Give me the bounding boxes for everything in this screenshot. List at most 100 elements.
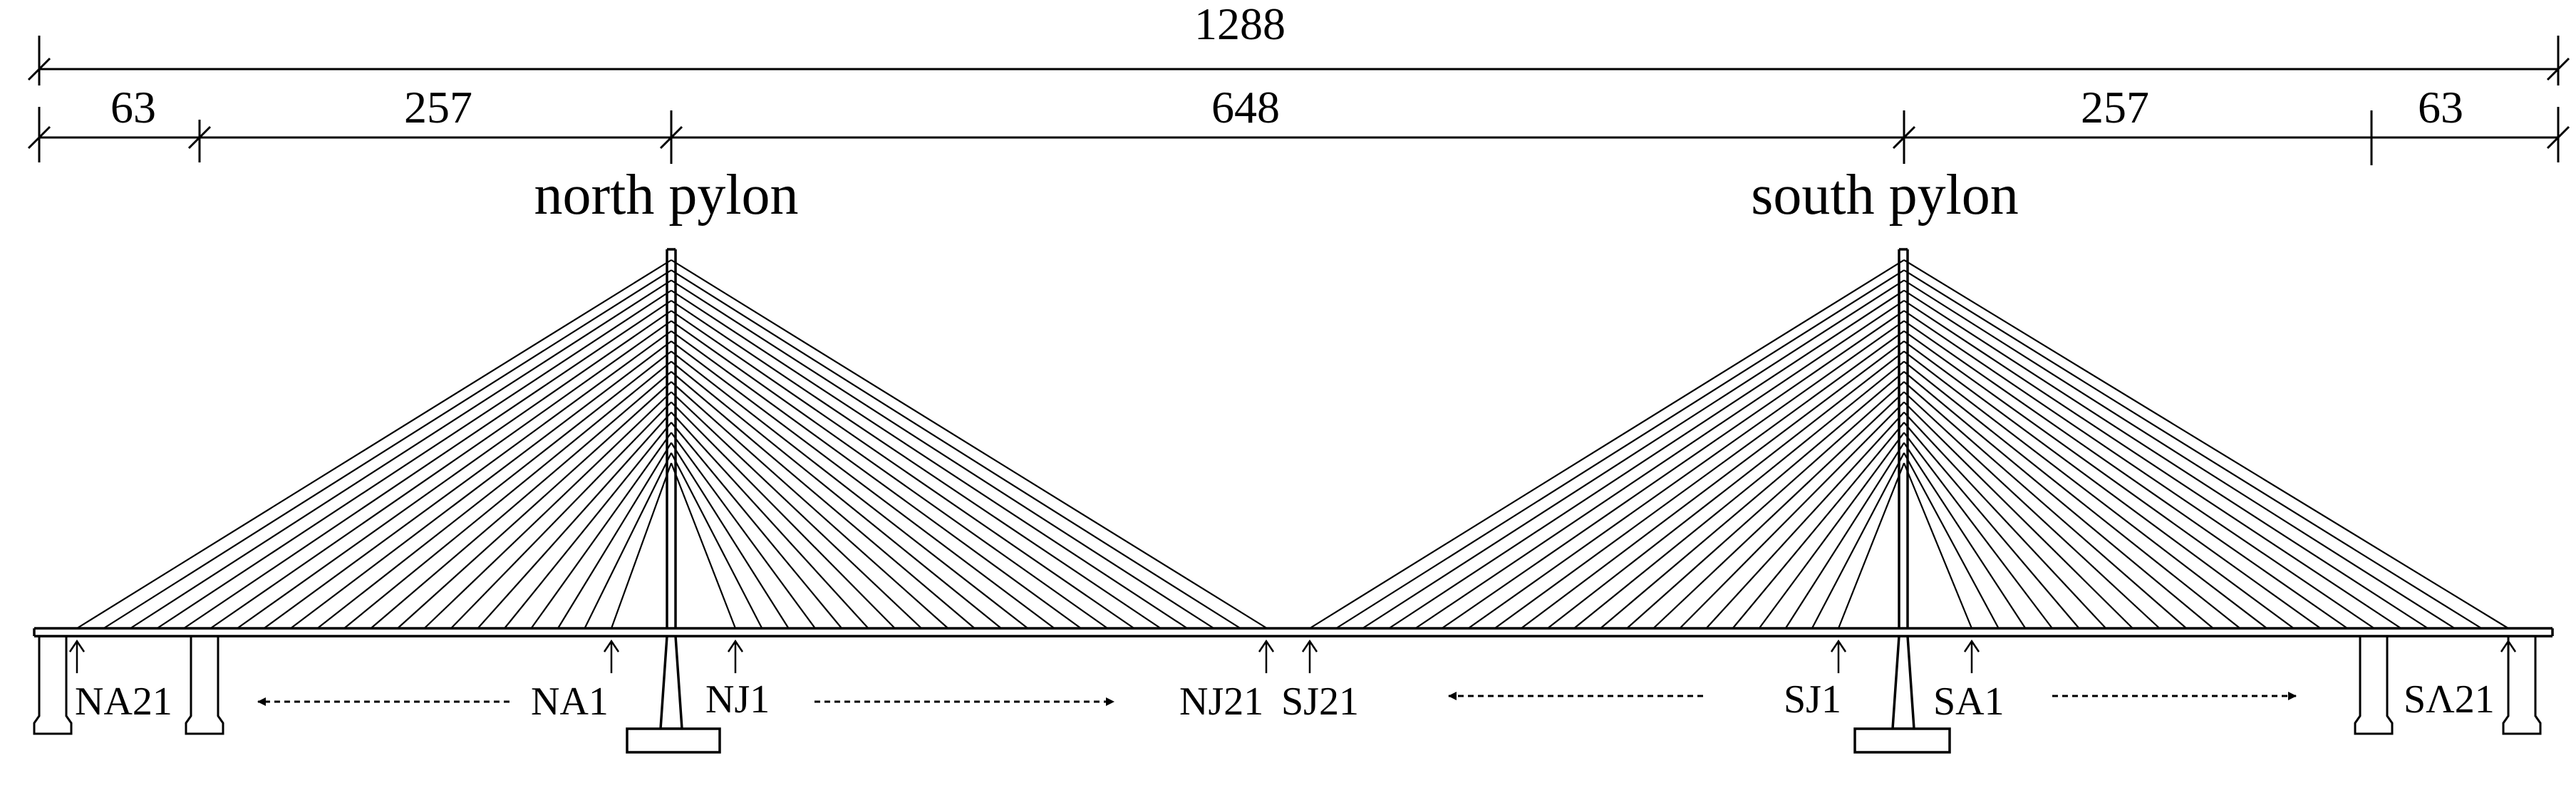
label-sj1: SJ1 [1784, 677, 1841, 722]
stay-cable [1903, 411, 2107, 629]
cable-marker-arrow [2500, 639, 2517, 673]
stay-cable [1784, 442, 1905, 629]
stay-cable [183, 300, 672, 629]
stay-cable [1547, 350, 1905, 629]
stay-cables [76, 259, 2509, 629]
stay-cable [477, 412, 672, 629]
label-na1: NA1 [531, 680, 609, 724]
stay-cable [1903, 422, 2080, 629]
stay-cable [584, 452, 672, 629]
span-label-north-anchor: 257 [404, 82, 472, 132]
pier-south-aux [2354, 636, 2394, 735]
stay-cable [423, 391, 672, 629]
stay-cable [343, 360, 672, 629]
stay-cable [1467, 320, 1905, 629]
stay-cable [1903, 432, 2053, 629]
span-label-north-side: 63 [110, 82, 156, 132]
label-na21: NA21 [75, 680, 172, 724]
stay-cable [1903, 442, 2027, 629]
stay-cable [671, 370, 976, 629]
stay-cable [671, 452, 763, 629]
stay-cable [671, 269, 1241, 629]
stay-cable [671, 381, 949, 629]
cable-marker-arrow [1301, 639, 1318, 673]
cable-marker-arrow [727, 639, 744, 673]
stay-cable [671, 401, 896, 629]
stay-cable [1903, 320, 2348, 629]
stay-cable [1903, 360, 2241, 629]
dimension-lines [27, 36, 2570, 165]
stay-cable [1521, 341, 1905, 629]
stay-cable [1494, 330, 1905, 629]
stay-cable [1903, 289, 2428, 629]
stay-cable [1903, 310, 2375, 629]
stay-cable [1903, 350, 2267, 629]
north-pylon-label: north pylon [534, 164, 798, 227]
stay-cable [263, 330, 672, 629]
stay-cable [1335, 269, 1905, 629]
stay-cable [671, 391, 922, 629]
stay-cable [1414, 300, 1905, 629]
stay-cable [1626, 381, 1905, 629]
stay-cable [76, 259, 672, 629]
stay-cable [1705, 412, 1905, 629]
stay-cable [1903, 401, 2133, 629]
dimension-slash [2546, 57, 2570, 81]
south-pylon [1853, 248, 1951, 754]
stay-cable [671, 310, 1135, 629]
label-sa21: SΛ21 [2404, 677, 2495, 722]
stay-cable [671, 300, 1162, 629]
cable-marker-arrow [1963, 639, 1980, 673]
pier-north-end [33, 636, 73, 735]
stay-cable [316, 350, 672, 629]
stay-cable [1652, 391, 1905, 629]
stay-cable [671, 412, 869, 629]
stay-cable [1903, 462, 1973, 629]
stay-cable [1903, 452, 2000, 629]
label-nj21: NJ21 [1179, 680, 1263, 724]
stay-cable [557, 442, 672, 629]
stay-cable [1903, 391, 2161, 629]
stay-cable [103, 269, 672, 629]
stay-cable [671, 422, 843, 629]
cable-marker-arrow [1258, 639, 1275, 673]
stay-cable [1732, 422, 1905, 629]
bridge-deck [33, 627, 2554, 638]
cable-marker-arrow [68, 639, 86, 673]
label-sa1: SA1 [1933, 680, 2005, 724]
span-label-main: 648 [1211, 82, 1280, 132]
south-pylon-label: south pylon [1751, 164, 2019, 227]
stay-cable [1903, 370, 2214, 629]
stay-cable [671, 360, 1002, 629]
stay-cable [210, 310, 672, 629]
span-label-south-anchor: 257 [2081, 82, 2149, 132]
stay-cable [1903, 381, 2187, 629]
span-label-south-side: 63 [2418, 82, 2463, 132]
cable-markers [68, 639, 2517, 673]
stay-cable [1679, 401, 1905, 629]
stay-cable [1441, 310, 1905, 629]
stay-cable [671, 320, 1108, 629]
stay-cable [610, 462, 673, 629]
stay-cable [671, 279, 1214, 629]
label-sj21: SJ21 [1281, 680, 1359, 724]
north-pylon [626, 248, 721, 754]
stay-cable [1903, 269, 2482, 629]
stay-cable [1388, 289, 1905, 629]
total-dimension-label: 1288 [1194, 0, 1286, 49]
stay-cable [1903, 279, 2456, 629]
stay-cable [397, 381, 672, 629]
dimension-texts: 1288 63 257 648 257 63 [110, 0, 2463, 132]
pier-south-end [2502, 636, 2542, 735]
stay-cable [237, 320, 672, 629]
pier-north-aux [185, 636, 224, 735]
stay-cable [1903, 300, 2402, 629]
stay-cable [1362, 279, 1905, 629]
label-nj1: NJ1 [705, 677, 770, 722]
cable-labels: NA21 NA1 NJ1 NJ21 SJ21 SJ1 SA1 SΛ21 [75, 677, 2495, 724]
stay-cable [1758, 432, 1905, 629]
stay-cable [156, 289, 672, 629]
auxiliary-piers [33, 636, 2542, 735]
dimension-slash [1892, 125, 1916, 150]
